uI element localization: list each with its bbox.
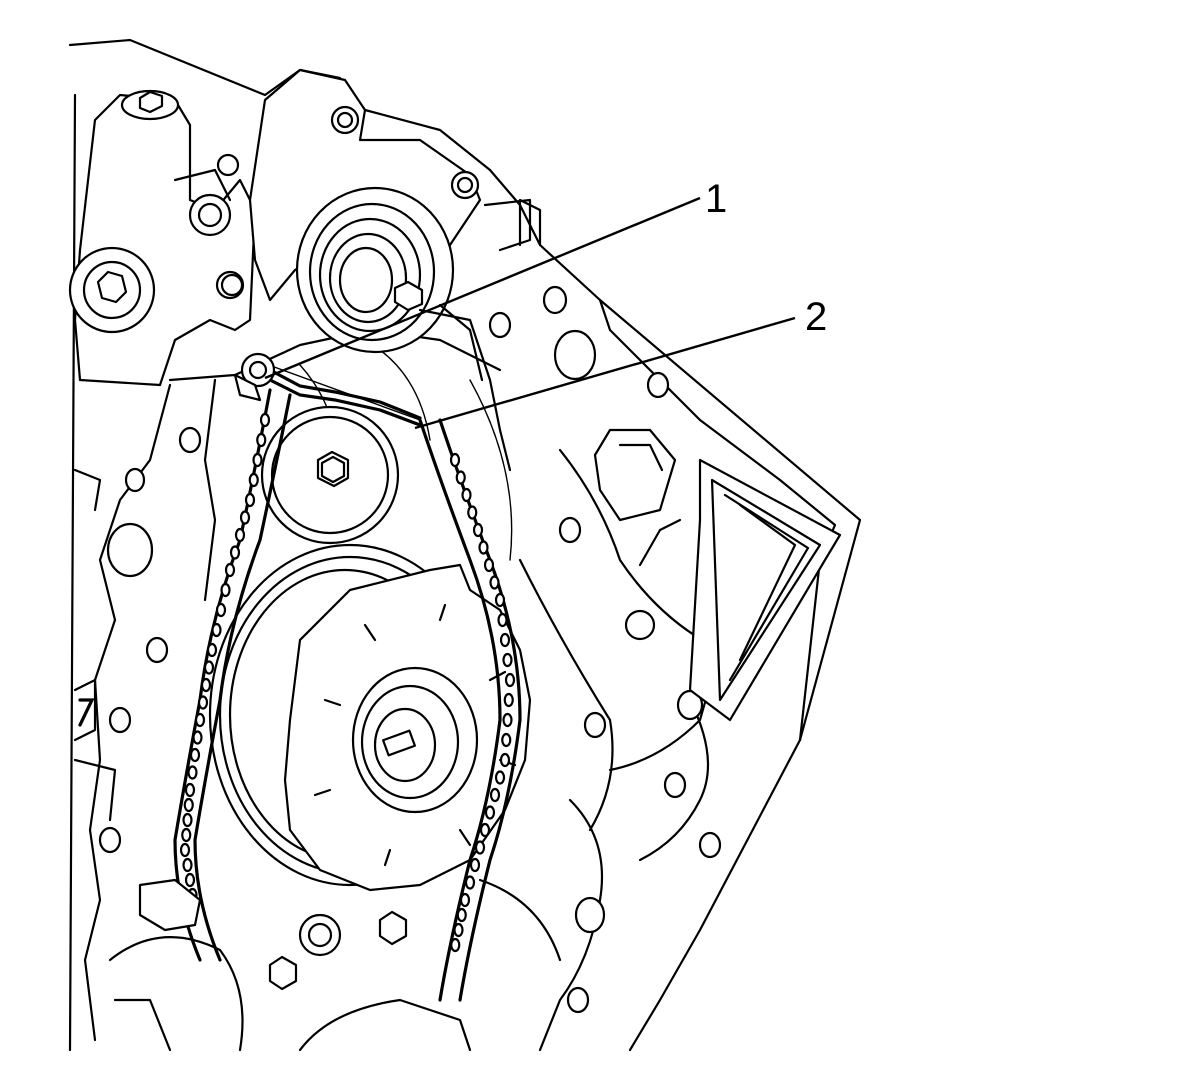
chain-link — [478, 540, 489, 555]
callout-leaders — [264, 196, 796, 430]
chain-link — [501, 732, 512, 748]
chain-link — [234, 527, 246, 543]
chain-link — [504, 672, 516, 688]
chain-link — [184, 782, 196, 798]
chain-link — [215, 602, 227, 618]
chain-link — [197, 695, 209, 710]
chain-link — [453, 922, 464, 938]
chain-link — [467, 505, 478, 520]
chain-link — [459, 892, 471, 908]
chain-link — [474, 840, 486, 855]
chain-link — [259, 412, 271, 428]
chain-link — [244, 492, 256, 508]
chain-link — [484, 805, 496, 820]
cover-bolt-holes — [98, 285, 722, 1014]
chain-link — [497, 612, 508, 628]
lower-sprockets — [108, 878, 472, 1052]
callout-2-label: 2 — [805, 295, 827, 339]
right-cover-pocket — [593, 428, 842, 722]
chain-link — [469, 857, 481, 873]
chain-link — [229, 545, 241, 560]
chain-link — [194, 712, 206, 728]
callout-2-leader — [414, 316, 796, 430]
chain-link — [489, 787, 501, 803]
chain-link — [248, 472, 259, 488]
chain-link — [224, 562, 236, 578]
chain-link — [455, 470, 466, 485]
chain-link — [182, 857, 193, 873]
chain-link — [483, 557, 495, 573]
chain-link — [494, 592, 506, 608]
chain-link — [206, 642, 218, 658]
upper-bracket-housing — [68, 89, 257, 387]
chain-link — [182, 812, 193, 828]
chain-link — [187, 765, 198, 780]
chain-link — [461, 487, 472, 503]
chain-link — [456, 907, 467, 923]
chain-link — [479, 822, 491, 838]
chain-link — [450, 937, 461, 953]
chain-link — [502, 712, 513, 728]
chain-link — [252, 452, 263, 468]
chain-link — [203, 660, 215, 675]
chain-link — [256, 432, 267, 448]
chain-link — [464, 875, 476, 890]
chain-link — [179, 842, 191, 858]
chain-link — [499, 752, 511, 768]
chain-link — [494, 770, 506, 785]
chain-link — [184, 872, 196, 888]
main-sprocket-assembly — [208, 543, 532, 892]
chain-link — [472, 522, 484, 538]
chain-link — [449, 452, 461, 468]
intermediate-sprocket — [260, 405, 400, 545]
chain-link — [499, 632, 511, 648]
callout-1-label: 1 — [705, 177, 727, 221]
upper-cam-sprocket — [295, 186, 455, 354]
chain-link — [239, 510, 251, 525]
chain-link — [192, 730, 203, 745]
callout-1-leader — [264, 196, 701, 380]
chain-link — [181, 827, 192, 843]
chain-link — [502, 652, 513, 668]
chain-link — [220, 582, 231, 598]
chain-link — [211, 622, 222, 638]
left-detail-parts — [73, 468, 117, 822]
chain-link — [503, 692, 514, 708]
chain-link — [189, 747, 201, 763]
chain-link — [489, 575, 500, 590]
timing-chain — [173, 388, 522, 1002]
chain-link — [183, 797, 194, 813]
chain-link — [200, 677, 212, 693]
